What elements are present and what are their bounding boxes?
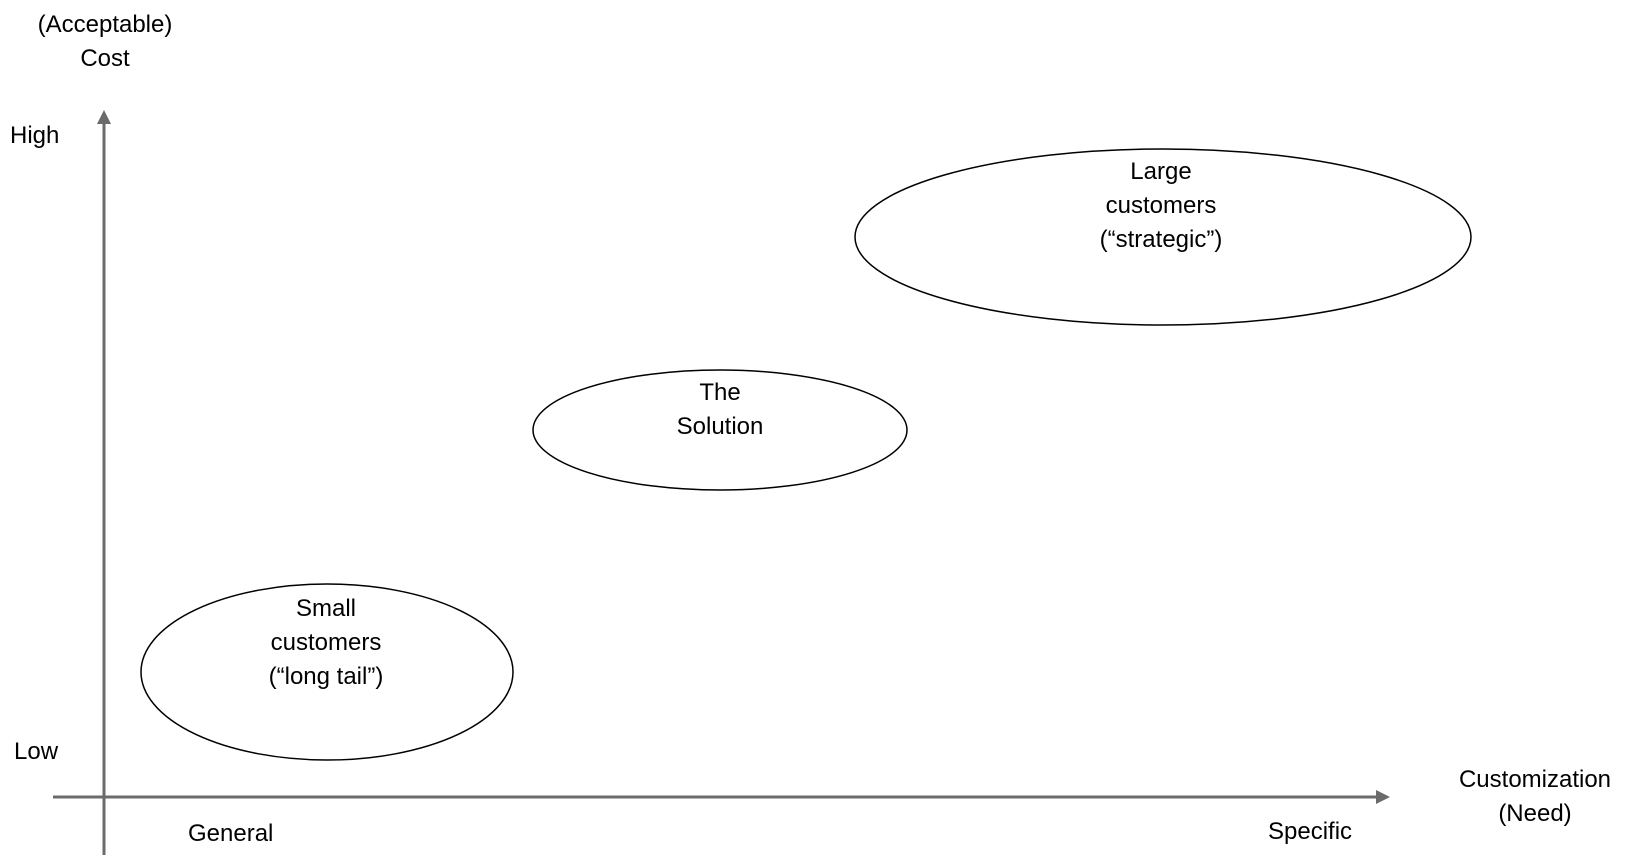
small-customers-label: Small customers (“long tail”) [176, 592, 476, 694]
x-axis-title: Customization (Need) [1440, 763, 1630, 831]
y-axis-title-line: (Acceptable) [37, 11, 173, 38]
segment-label-line: Small [295, 595, 356, 622]
solution-label: The Solution [570, 376, 870, 444]
segment-label-line: The [699, 379, 741, 406]
segment-label-line: (“long tail”) [268, 663, 384, 690]
segment-label-line: Solution [676, 413, 764, 440]
small-customers-ellipse [140, 583, 514, 761]
segment-label-line: customers [1105, 192, 1217, 219]
segment-label-line: (“strategic”) [1099, 226, 1223, 253]
segment-label-line: Large [1130, 158, 1192, 185]
y-axis-low-label: Low [14, 738, 59, 765]
x-axis-title-line: (Need) [1498, 800, 1572, 827]
segment-label-line: customers [270, 629, 382, 656]
solution-ellipse [532, 369, 908, 491]
x-axis-high-label: Specific [1268, 818, 1353, 845]
y-axis-high-label: High [10, 122, 60, 149]
y-axis-title-line: Cost [80, 45, 130, 72]
y-axis-title: (Acceptable) Cost [0, 8, 210, 76]
large-customers-ellipse [854, 148, 1472, 326]
large-customers-label: Large customers (“strategic”) [1011, 155, 1311, 257]
x-axis-low-label: General [188, 820, 274, 847]
x-axis-title-line: Customization [1458, 766, 1612, 793]
